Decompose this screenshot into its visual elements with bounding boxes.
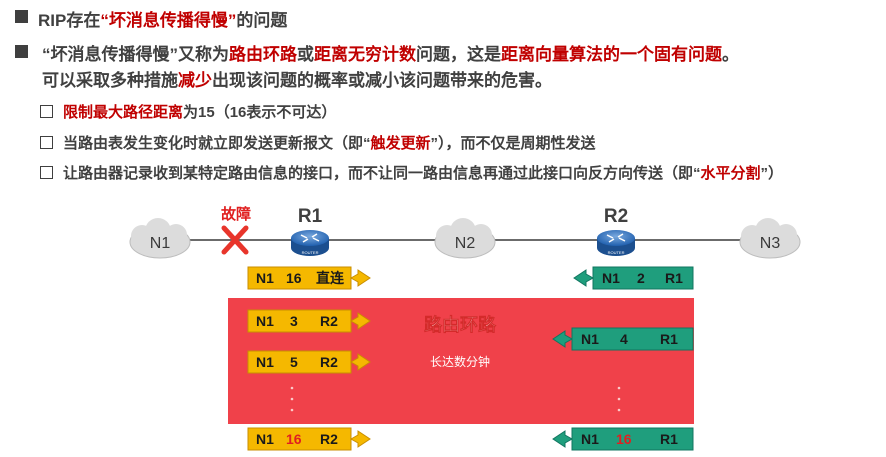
r2-route-tag: N1 16 R1	[552, 427, 694, 451]
para-hl-reduce: 减少	[178, 71, 212, 90]
r2-tag-dist: 16	[616, 431, 632, 447]
routing-loop-label: 路由环路	[424, 314, 497, 335]
network-n3-cloud-icon: N3	[739, 218, 801, 259]
para-hl-loop: 路由环路	[229, 45, 297, 64]
heading-quote-open: “	[100, 11, 109, 30]
r1-tag-dist: 3	[290, 313, 298, 329]
router-r2-icon: ROUTER	[597, 230, 635, 256]
r2-tag-net: N1	[581, 431, 599, 447]
para-text-2: 或	[297, 45, 314, 64]
r1-tag-net: N1	[256, 431, 274, 447]
r1-tag-next: R2	[320, 354, 338, 370]
para-line-2: 可以采取多种措施减少出现该问题的概率或减小该问题带来的危害。	[42, 66, 552, 91]
para-bullet	[15, 45, 28, 58]
heading-suffix: 的问题	[236, 11, 288, 30]
measure-3: 让路由器记录收到某特定路由信息的接口，而不让同一路由信息再通过此接口向反方向传送…	[63, 162, 783, 183]
measure-2-post: ”），而不仅是周期性发送	[430, 135, 596, 152]
r1-route-tag: N1 16 R2	[247, 427, 371, 451]
r1-route-tag: N1 16 直连	[247, 266, 371, 290]
para-text-4: 。	[722, 45, 739, 64]
r1-ellipsis	[290, 386, 294, 412]
network-n1-label: N1	[150, 235, 171, 252]
r2-ellipsis	[617, 386, 621, 412]
r2-tag-next: R1	[660, 331, 678, 347]
r1-tag-net: N1	[256, 354, 274, 370]
r1-route-tag: N1 3 R2	[247, 309, 371, 333]
measure-2: 当路由表发生变化时就立即发送更新报文（即“触发更新”），而不仅是周期性发送	[63, 132, 596, 153]
r1-tag-dist: 16	[286, 270, 302, 286]
router-r1-icon: ROUTER	[291, 230, 329, 256]
loop-duration-label: 长达数分钟	[430, 354, 490, 369]
r2-tag-dist: 2	[637, 270, 645, 286]
r1-tag-dist: 16	[286, 431, 302, 447]
heading-bullet	[15, 10, 28, 23]
network-n1-cloud-icon: N1	[129, 218, 191, 259]
heading-quote-close: ”	[227, 11, 237, 30]
measure-3-highlight: 水平分割	[700, 165, 761, 182]
measure-2-highlight: 触发更新	[370, 135, 431, 152]
measure-3-pre: 让路由器记录收到某特定路由信息的接口，而不让同一路由信息再通过此接口向反方向传送…	[63, 165, 701, 182]
r2-tag-next: R1	[665, 270, 683, 286]
measure-3-post: ”）	[760, 165, 784, 182]
para-hl-inherent: 距离向量算法的一个固有问题	[501, 45, 722, 64]
r1-route-tag: N1 5 R2	[247, 350, 371, 374]
network-n2-label: N2	[455, 235, 476, 252]
heading-prefix: RIP存在	[38, 11, 101, 30]
r1-tag-next: R2	[320, 313, 338, 329]
para-line-1: “坏消息传播得慢”又称为路由环路或距离无穷计数问题，这是距离向量算法的一个固有问…	[42, 40, 739, 65]
r1-tag-net: N1	[256, 313, 274, 329]
para-text-6: 出现该问题的概率或减小该问题带来的危害。	[212, 71, 552, 90]
r2-tag-net: N1	[602, 270, 620, 286]
heading: RIP存在“坏消息传播得慢”的问题	[38, 6, 287, 31]
r2-tag-dist: 4	[620, 331, 628, 347]
router-r2-label: R2	[604, 206, 628, 227]
network-n2-cloud-icon: N2	[434, 218, 496, 259]
para-text-3: 问题，这是	[416, 45, 501, 64]
measure-1-post: 为15（16表示不可达）	[183, 104, 337, 121]
r2-tag-net: N1	[581, 331, 599, 347]
para-text-1: “坏消息传播得慢”又称为	[42, 45, 229, 64]
checkbox-icon	[40, 166, 53, 179]
para-hl-count: 距离无穷计数	[314, 45, 416, 64]
para-text-5: 可以采取多种措施	[42, 71, 178, 90]
heading-highlight: 坏消息传播得慢	[108, 11, 228, 30]
r1-tag-net: N1	[256, 270, 274, 286]
router-r2-badge: ROUTER	[608, 250, 625, 255]
fault-x-icon	[221, 225, 249, 255]
checkbox-icon	[40, 136, 53, 149]
fault-label: 故障	[221, 205, 251, 223]
measure-1: 限制最大路径距离为15（16表示不可达）	[63, 101, 336, 122]
r2-tag-next: R1	[660, 431, 678, 447]
checkbox-icon	[40, 105, 53, 118]
measure-1-highlight: 限制最大路径距离	[63, 104, 184, 121]
router-r1-label: R1	[298, 206, 323, 227]
r2-route-tag: N1 4 R1	[552, 327, 694, 351]
r1-tag-next: R2	[320, 431, 338, 447]
router-r1-badge: ROUTER	[302, 250, 319, 255]
r1-tag-next: 直连	[316, 270, 345, 286]
network-n3-label: N3	[760, 235, 781, 252]
r2-route-tag: N1 2 R1	[573, 266, 694, 290]
r1-tag-dist: 5	[290, 354, 298, 370]
measure-2-pre: 当路由表发生变化时就立即发送更新报文（即“	[63, 135, 371, 152]
